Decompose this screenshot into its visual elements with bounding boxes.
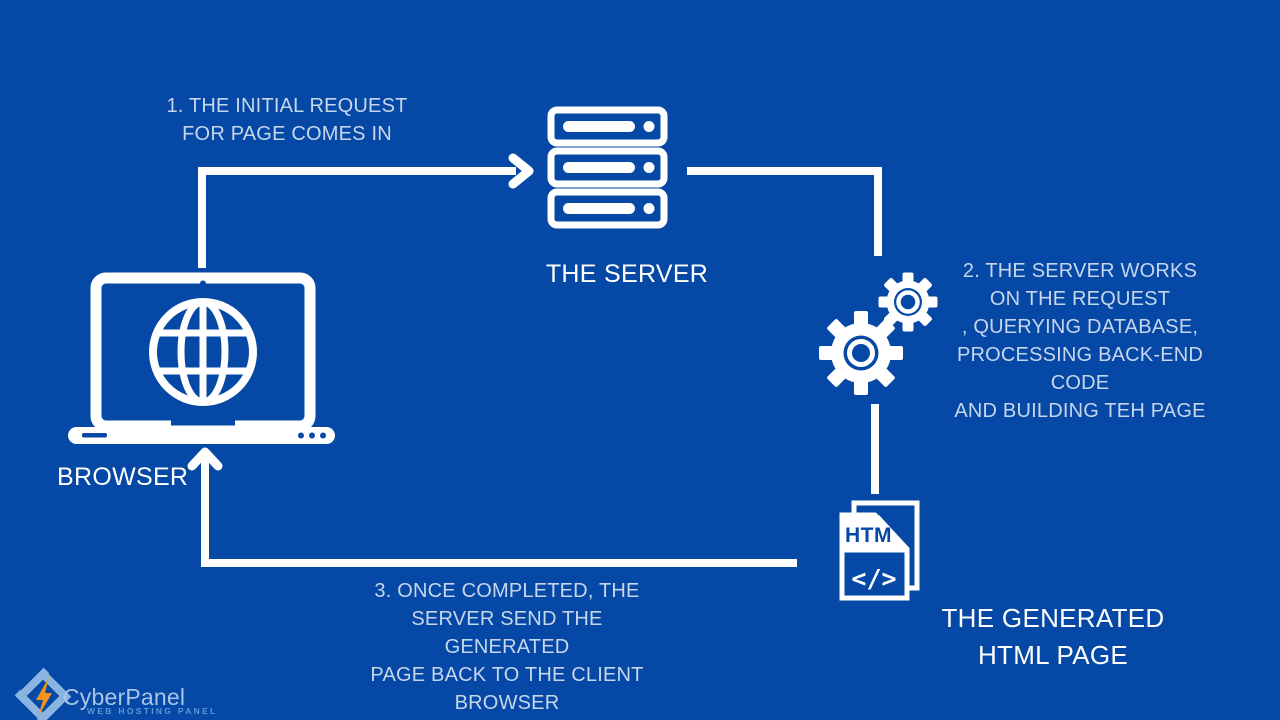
step-2-line: 2. THE SERVER WORKS — [962, 260, 1198, 282]
step-3-line: PAGE BACK TO THE CLIENT — [370, 664, 644, 686]
step-1-line: 1. THE INITIAL REQUEST — [166, 95, 408, 117]
step-3-text: 3. ONCE COMPLETED, THE SERVER SEND THE G… — [355, 577, 659, 717]
gears-icon — [819, 272, 938, 395]
generated-label-line: THE GENERATED — [941, 603, 1165, 633]
arrow-html-to-browser — [187, 447, 797, 567]
step-2-line: , QUERYING DATABASE, — [961, 316, 1199, 338]
file-badge-text: HTM — [845, 524, 892, 547]
large-gear — [819, 311, 903, 395]
cyberpanel-diamond-bolt-icon — [14, 667, 72, 720]
step-2-line: AND BUILDING TEH PAGE — [954, 400, 1206, 422]
logo-name: CyberPanel — [63, 684, 186, 710]
logo-tagline: WEB HOSTING PANEL — [87, 706, 218, 716]
step-2-text: 2. THE SERVER WORKS ON THE REQUEST , QUE… — [928, 257, 1232, 425]
step-1-line: FOR PAGE COMES IN — [182, 123, 392, 145]
generated-html-page-label: THE GENERATED HTML PAGE — [923, 600, 1183, 674]
code-glyph: </> — [851, 564, 896, 593]
step-2-line: ON THE REQUEST — [989, 288, 1171, 310]
globe-icon — [149, 298, 257, 406]
server-label: THE SERVER — [545, 260, 709, 288]
browser-label: BROWSER — [57, 463, 189, 491]
line-server-to-gears — [687, 167, 882, 256]
html-file-icon: HTM </> — [839, 500, 920, 601]
laptop-globe-icon — [68, 272, 335, 444]
step-3-line: BROWSER — [454, 692, 560, 714]
step-3-line: SERVER SEND THE GENERATED — [411, 608, 603, 658]
generated-label-line: HTML PAGE — [977, 640, 1129, 670]
lightning-bolt-icon — [36, 677, 52, 717]
laptop-camera-dot — [200, 280, 206, 287]
step-1-text: 1. THE INITIAL REQUEST FOR PAGE COMES IN — [142, 92, 432, 148]
arrow-browser-to-server — [198, 153, 534, 268]
server-stack-icon — [547, 106, 668, 229]
folded-corner — [879, 515, 902, 540]
step-3-line: 3. ONCE COMPLETED, THE — [374, 580, 640, 602]
flow-arrows — [187, 153, 882, 567]
step-2-line: PROCESSING BACK-END CODE — [956, 344, 1204, 394]
